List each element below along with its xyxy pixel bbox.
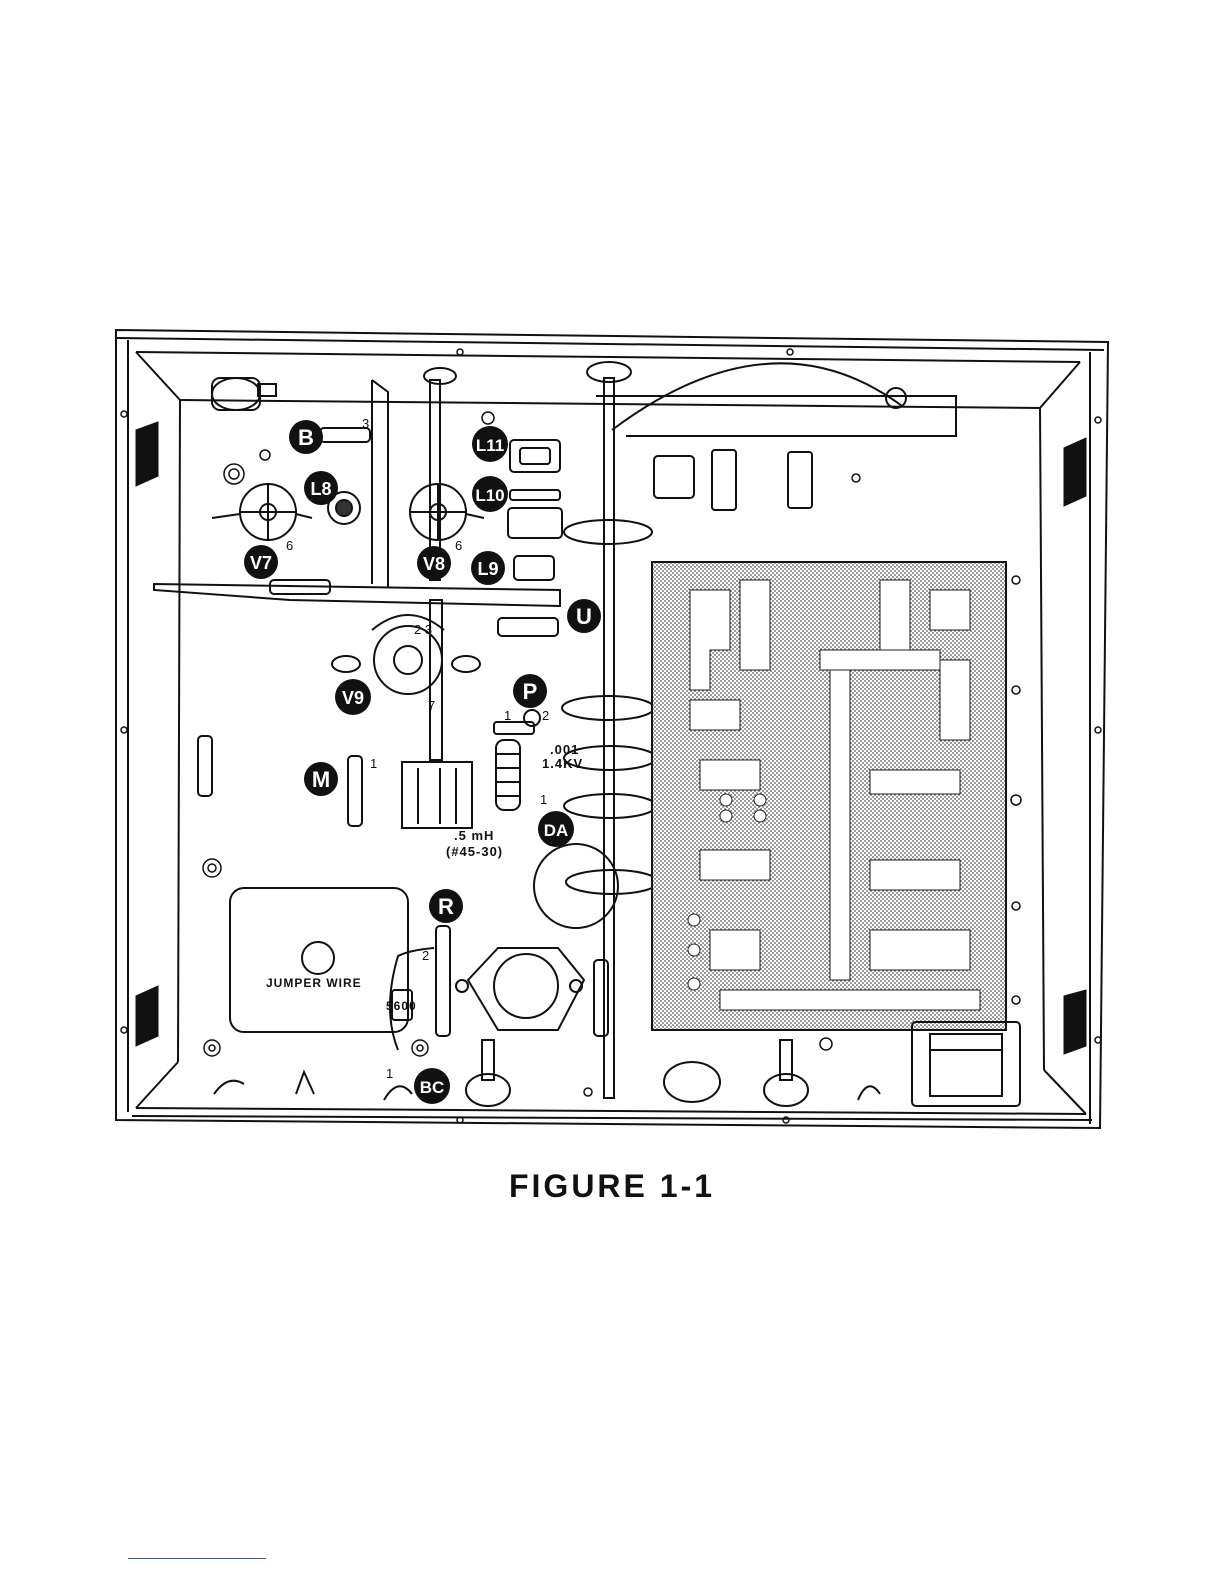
svg-text:M: M	[312, 767, 330, 792]
potentiometer-top	[212, 378, 276, 410]
svg-text:L11: L11	[476, 436, 504, 455]
footer-rule	[128, 1558, 266, 1559]
pin-v7: 6	[286, 538, 293, 553]
callout-m: M	[304, 762, 338, 796]
callout-l11: L11	[472, 426, 508, 462]
choke-part-label: (#45-30)	[446, 844, 503, 859]
svg-text:U: U	[576, 604, 592, 629]
octal-socket	[456, 948, 584, 1030]
pin-bc: 1	[386, 1066, 393, 1081]
jumper-wire-label: JUMPER WIRE	[266, 976, 362, 990]
svg-text:L10: L10	[475, 486, 504, 505]
pin-r: 2	[422, 948, 429, 963]
pin-p-1: 1	[504, 708, 511, 723]
svg-text:V9: V9	[342, 688, 364, 708]
choke-value-label: .5 mH	[454, 828, 494, 843]
callout-da: DA	[538, 811, 574, 847]
callout-l10: L10	[472, 476, 508, 512]
transformer	[912, 1022, 1020, 1106]
rear-panel-parts	[214, 1040, 880, 1106]
callout-l9: L9	[471, 551, 505, 585]
resistor-value-label: 5600	[386, 999, 417, 1013]
cap-voltage-label: 1.4KV	[542, 756, 583, 771]
pin-v8: 6	[455, 538, 462, 553]
svg-text:BC: BC	[420, 1078, 445, 1097]
svg-text:L9: L9	[477, 559, 498, 579]
svg-text:B: B	[298, 425, 314, 450]
pin-cap: 1	[540, 792, 547, 807]
cutout-plate	[230, 888, 434, 1050]
callout-l8: L8	[304, 471, 338, 505]
tube-socket-v7	[212, 484, 312, 540]
coil-forms	[508, 440, 812, 580]
callout-v8: V8	[417, 546, 451, 580]
figure-caption: FIGURE 1-1	[0, 1168, 1224, 1205]
shield-panel	[372, 380, 388, 588]
terminal-strips	[198, 428, 608, 1036]
svg-text:R: R	[438, 894, 454, 919]
pin-m: 1	[370, 756, 377, 771]
callout-v9: V9	[335, 679, 371, 715]
switch-wafers	[534, 520, 658, 928]
callout-bc: BC	[414, 1068, 450, 1104]
svg-text:L8: L8	[310, 479, 331, 499]
meter-arc	[596, 363, 956, 436]
block-capacitor	[402, 762, 472, 828]
pin-p-2: 2	[542, 708, 549, 723]
deck-plate	[154, 584, 560, 606]
svg-text:P: P	[523, 679, 538, 704]
cap-value-label: .001	[550, 742, 579, 757]
pin-b: 3	[362, 416, 369, 431]
callout-v7: V7	[244, 545, 278, 579]
svg-text:V8: V8	[423, 554, 445, 574]
circuit-board	[652, 562, 1006, 1030]
choke-coil	[494, 710, 540, 810]
callout-p: P	[513, 674, 547, 708]
pin-v9-top: 2 3	[414, 622, 432, 637]
svg-text:V7: V7	[250, 553, 272, 573]
callout-b: B	[289, 420, 323, 454]
callout-u: U	[567, 599, 601, 633]
callout-r: R	[429, 889, 463, 923]
svg-text:DA: DA	[544, 821, 569, 840]
pin-v9-low: 7	[428, 698, 435, 713]
